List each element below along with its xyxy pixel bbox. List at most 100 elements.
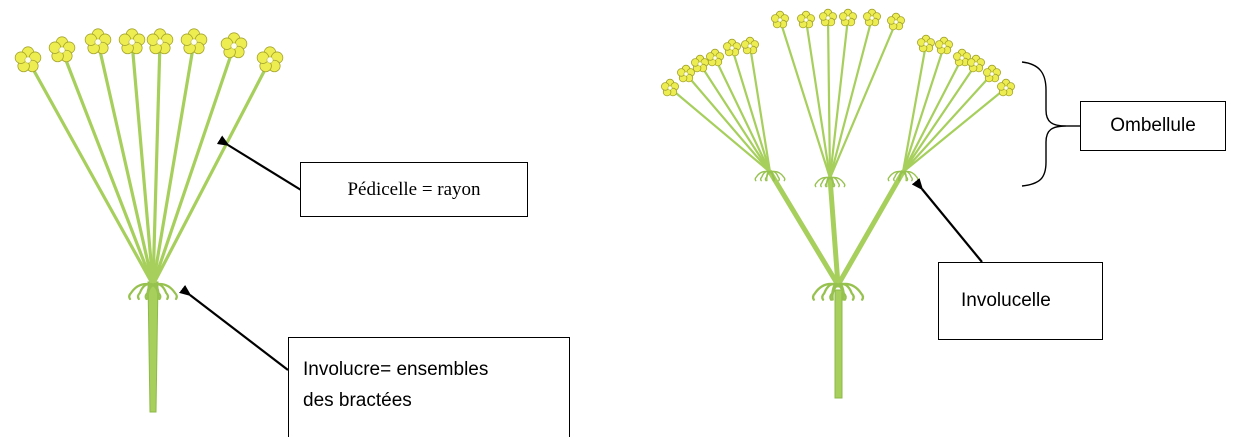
flower bbox=[863, 8, 881, 27]
primary-rays bbox=[767, 169, 906, 288]
pedicel bbox=[901, 86, 1008, 174]
petal bbox=[661, 82, 670, 91]
arrow-involucre bbox=[179, 284, 289, 371]
involucelle-label-text: Involucelle bbox=[961, 290, 1051, 311]
pedicel bbox=[730, 46, 772, 174]
flower bbox=[887, 12, 905, 31]
flower bbox=[146, 28, 174, 55]
flower-center bbox=[941, 43, 947, 49]
flower-center bbox=[825, 15, 831, 21]
secondary-rays bbox=[668, 16, 1008, 180]
pedicel bbox=[151, 40, 162, 287]
bract bbox=[151, 282, 178, 301]
petal bbox=[953, 52, 962, 61]
flower-center bbox=[729, 45, 735, 51]
flower-center bbox=[667, 85, 673, 91]
flower-center bbox=[959, 55, 965, 61]
main-stem bbox=[834, 289, 843, 399]
pedicel bbox=[828, 20, 898, 180]
bract bbox=[766, 171, 771, 182]
flower bbox=[839, 8, 857, 27]
petal bbox=[741, 40, 750, 49]
involucelle-label: Involucelle bbox=[938, 262, 1103, 340]
bract-whorl bbox=[128, 282, 178, 301]
bract bbox=[836, 283, 845, 301]
flower bbox=[967, 54, 985, 73]
pedicel bbox=[151, 40, 196, 287]
flower bbox=[220, 32, 248, 59]
flower bbox=[953, 48, 971, 67]
flower bbox=[706, 48, 724, 67]
pedicel bbox=[901, 72, 994, 174]
petal bbox=[983, 68, 992, 77]
petal bbox=[706, 52, 715, 61]
petal bbox=[887, 16, 896, 25]
pedicel bbox=[826, 16, 832, 180]
petal bbox=[48, 41, 62, 54]
flower bbox=[256, 46, 284, 73]
flower bbox=[691, 54, 709, 73]
flower-center bbox=[94, 38, 102, 46]
pedicel bbox=[96, 40, 155, 287]
pedicel bbox=[828, 16, 874, 180]
pedicel bbox=[778, 18, 832, 180]
flower bbox=[723, 38, 741, 57]
pedicel bbox=[684, 72, 772, 174]
pedicel bbox=[130, 40, 155, 287]
flower bbox=[118, 28, 146, 55]
bract bbox=[836, 282, 865, 301]
flower bbox=[48, 36, 76, 63]
pedicel bbox=[827, 175, 841, 288]
bract bbox=[893, 170, 904, 182]
bract-whorl bbox=[811, 282, 865, 301]
pedicel bbox=[901, 44, 946, 174]
bract bbox=[831, 283, 840, 301]
flowers bbox=[14, 28, 284, 73]
flower-center bbox=[697, 61, 703, 67]
petal bbox=[220, 37, 234, 50]
petal bbox=[691, 58, 700, 67]
pedicel bbox=[713, 56, 772, 174]
bract bbox=[146, 284, 154, 300]
bract bbox=[152, 284, 160, 300]
flower-center bbox=[803, 17, 809, 23]
involucre-label-line1: Involucre= ensembles bbox=[303, 359, 489, 380]
flower-center bbox=[923, 41, 929, 47]
petal bbox=[14, 51, 28, 64]
bract bbox=[826, 177, 831, 188]
pedicel bbox=[804, 18, 832, 180]
flower bbox=[983, 64, 1001, 83]
pedicel bbox=[698, 62, 772, 174]
bract bbox=[829, 176, 846, 188]
flower-center bbox=[683, 71, 689, 77]
flower bbox=[661, 78, 679, 97]
petal bbox=[839, 12, 848, 21]
petal bbox=[797, 14, 806, 23]
petal bbox=[84, 33, 98, 46]
pedicel bbox=[151, 44, 236, 287]
flower bbox=[677, 64, 695, 83]
compound-umbel-illustration bbox=[661, 8, 1015, 399]
petal bbox=[935, 40, 944, 49]
flower-center bbox=[266, 56, 274, 64]
petal bbox=[967, 58, 976, 67]
bract bbox=[899, 171, 904, 182]
pedicelle-label: Pédicelle = rayon bbox=[300, 162, 528, 217]
involucre-bracts bbox=[128, 282, 178, 301]
petal bbox=[819, 12, 828, 21]
flower-center bbox=[973, 61, 979, 67]
flower-center bbox=[128, 38, 136, 46]
bract bbox=[820, 176, 831, 188]
arrow-pedicelle bbox=[216, 135, 302, 191]
pedicel bbox=[901, 56, 964, 174]
pedicel bbox=[26, 58, 155, 287]
flower-center bbox=[1003, 85, 1009, 91]
bract bbox=[821, 282, 840, 301]
flower bbox=[819, 8, 837, 27]
flower-center bbox=[747, 43, 753, 49]
flower bbox=[917, 34, 935, 53]
pedicel bbox=[901, 42, 928, 174]
petal bbox=[118, 33, 132, 46]
simple-umbel-illustration bbox=[14, 28, 284, 413]
